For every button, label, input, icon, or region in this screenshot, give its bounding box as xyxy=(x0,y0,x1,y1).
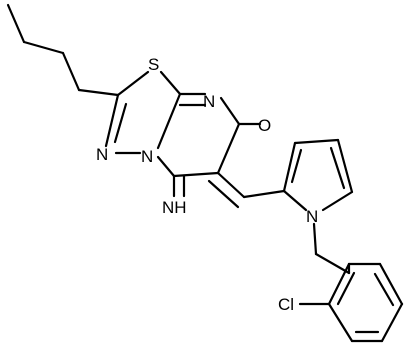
bond xyxy=(172,171,220,178)
atom-labels: S N O N N NH N Cl xyxy=(96,55,318,314)
bond xyxy=(216,122,241,175)
bond xyxy=(293,138,340,145)
chlorophenyl-ring xyxy=(298,262,404,343)
bond xyxy=(61,51,81,92)
imine-label: NH xyxy=(162,198,187,217)
bond xyxy=(156,155,176,178)
butyl-chain xyxy=(6,3,120,97)
bond xyxy=(6,3,26,44)
bond xyxy=(22,40,65,55)
bond xyxy=(159,70,182,96)
bond xyxy=(321,190,354,212)
sulfur-label: S xyxy=(148,55,159,74)
bond xyxy=(104,93,120,148)
bond xyxy=(312,222,318,256)
bond xyxy=(314,252,351,275)
oxygen-label: O xyxy=(258,116,271,135)
bond xyxy=(242,189,286,199)
pyrrole-nitrogen-label: N xyxy=(306,207,318,226)
benzyl-linker xyxy=(312,222,351,275)
bond xyxy=(329,146,346,190)
bond xyxy=(373,272,395,307)
thiadiazole-ring xyxy=(104,70,182,155)
bond xyxy=(336,138,354,194)
bond xyxy=(216,171,246,199)
bond xyxy=(207,179,240,209)
bond xyxy=(327,262,351,306)
bond xyxy=(378,262,404,306)
bond xyxy=(336,271,356,306)
thiadiazole-nitrogen-label: N xyxy=(96,145,108,164)
bond xyxy=(380,302,404,343)
bond xyxy=(116,70,150,97)
bond xyxy=(77,88,120,97)
bond xyxy=(156,92,182,150)
bond xyxy=(219,96,241,126)
bond xyxy=(327,302,354,343)
bond xyxy=(290,148,303,184)
bond xyxy=(282,189,308,212)
chlorine-label: Cl xyxy=(278,295,294,314)
pyrrole-ring xyxy=(282,138,354,212)
bridge-nitrogen-label: N xyxy=(141,147,153,166)
bond xyxy=(282,141,297,193)
ring-nitrogen-top-label: N xyxy=(203,92,215,111)
methylidene-linker xyxy=(207,171,286,209)
bond xyxy=(113,102,128,144)
pyrimidinone-ring xyxy=(156,92,262,198)
